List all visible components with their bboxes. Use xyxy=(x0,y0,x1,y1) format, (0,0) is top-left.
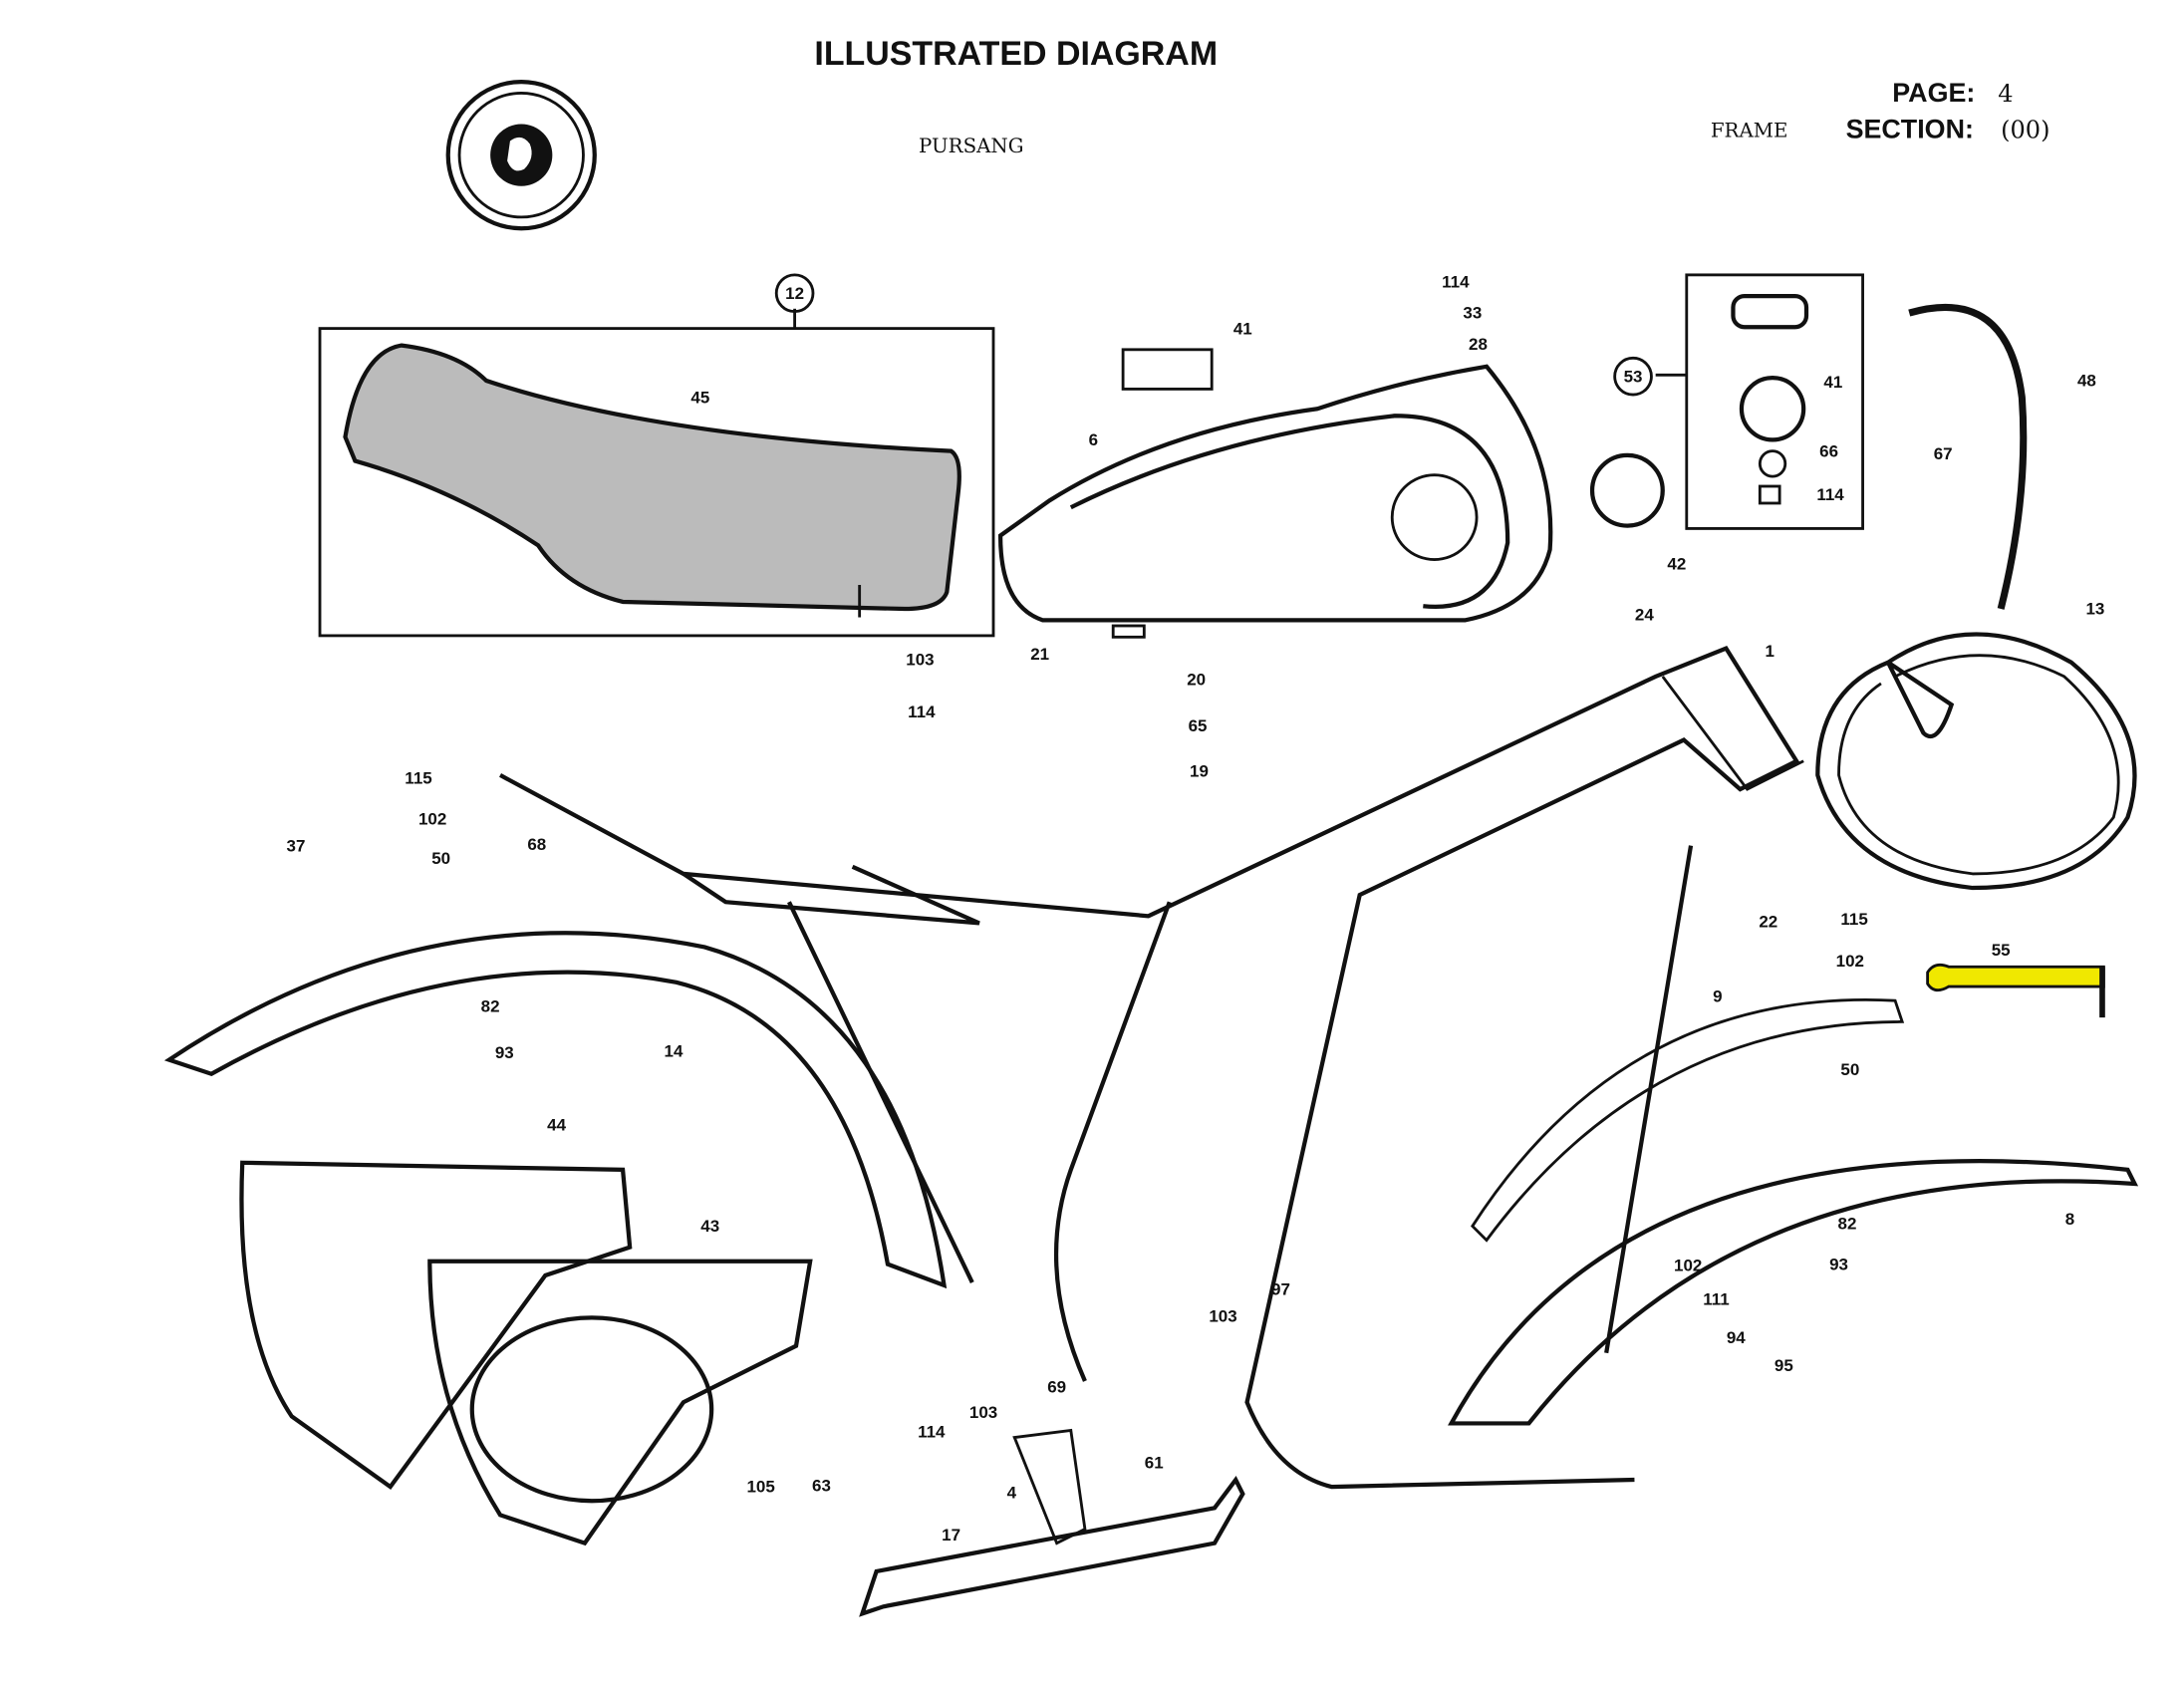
frame xyxy=(499,646,1804,1490)
callout-114: 114 xyxy=(1442,273,1470,292)
breather-pipe xyxy=(1908,303,2028,610)
front-fender xyxy=(1448,1159,2139,1426)
callout-97: 97 xyxy=(1271,1280,1290,1299)
callout-9: 9 xyxy=(1713,987,1722,1006)
callout-103: 103 xyxy=(969,1403,997,1422)
callout-61: 61 xyxy=(1145,1454,1164,1473)
callout-41: 41 xyxy=(1233,319,1252,338)
callout-22: 22 xyxy=(1759,913,1777,932)
callout-44: 44 xyxy=(547,1115,566,1134)
callout-103: 103 xyxy=(906,651,934,670)
callout-circle xyxy=(1613,356,1653,397)
callout-13: 13 xyxy=(2085,600,2104,619)
callout-95: 95 xyxy=(1774,1356,1793,1375)
callout-4: 4 xyxy=(1007,1483,1017,1502)
callout-12: 12 xyxy=(785,284,804,303)
callout-102: 102 xyxy=(1674,1257,1702,1275)
rear-fender xyxy=(163,931,948,1289)
callout-48: 48 xyxy=(2077,372,2096,391)
callout-14: 14 xyxy=(665,1042,683,1061)
callout-42: 42 xyxy=(1667,554,1686,573)
side-stand xyxy=(859,1475,1245,1617)
callout-66: 66 xyxy=(1819,441,1838,460)
page-number: 4 xyxy=(1998,80,2013,108)
callout-82: 82 xyxy=(481,996,500,1015)
bultaco-logo xyxy=(445,80,597,231)
callout-94: 94 xyxy=(1727,1328,1746,1347)
fuel-tank xyxy=(997,348,1553,639)
callout-102: 102 xyxy=(1836,952,1864,971)
callout-19: 19 xyxy=(1190,761,1209,780)
callout-8: 8 xyxy=(2065,1210,2074,1229)
callout-114: 114 xyxy=(908,703,936,721)
callout-17: 17 xyxy=(942,1526,960,1545)
callout-53: 53 xyxy=(1624,367,1643,386)
callout-114: 114 xyxy=(1816,485,1844,504)
callout-103: 103 xyxy=(1209,1307,1236,1326)
side-panel-window xyxy=(469,1315,714,1504)
callout-114: 114 xyxy=(918,1423,946,1442)
callout-45: 45 xyxy=(690,389,709,408)
callout-115: 115 xyxy=(1840,910,1867,929)
diagram-title: ILLUSTRATED DIAGRAM xyxy=(814,35,1218,73)
callout-69: 69 xyxy=(1047,1377,1066,1396)
section-name: FRAME xyxy=(1711,119,1788,141)
callout-circle xyxy=(774,273,815,314)
page-label: PAGE: xyxy=(1892,78,1975,108)
side-panel-right xyxy=(427,1259,813,1546)
callout-37: 37 xyxy=(287,836,306,855)
callout-102: 102 xyxy=(418,809,446,828)
callout-20: 20 xyxy=(1187,670,1206,689)
stand-bracket xyxy=(1012,1428,1087,1546)
callout-105: 105 xyxy=(747,1478,775,1497)
highlighted-part-55[interactable] xyxy=(1926,963,2105,1018)
callout-50: 50 xyxy=(431,849,450,868)
section-label: SECTION: xyxy=(1846,115,1974,144)
callout-111: 111 xyxy=(1703,1290,1729,1309)
callout-50: 50 xyxy=(1840,1060,1859,1079)
callout-21: 21 xyxy=(1030,645,1049,664)
number-plate xyxy=(1815,632,2137,891)
callout-41: 41 xyxy=(1823,373,1842,392)
callout-63: 63 xyxy=(812,1476,831,1495)
callout-65: 65 xyxy=(1189,716,1208,735)
callout-82: 82 xyxy=(1838,1214,1857,1233)
callout-55: 55 xyxy=(1992,941,2011,960)
callout-24: 24 xyxy=(1635,605,1654,624)
callout-93: 93 xyxy=(1829,1255,1848,1273)
seat-assembly xyxy=(318,308,995,638)
callout-43: 43 xyxy=(700,1217,719,1236)
callout-93: 93 xyxy=(495,1043,514,1062)
side-panel-left xyxy=(239,1160,633,1491)
fuel-cap-kit xyxy=(1589,273,1864,530)
callout-28: 28 xyxy=(1469,335,1488,354)
callout-1: 1 xyxy=(1766,642,1774,661)
callout-68: 68 xyxy=(527,835,546,854)
callout-33: 33 xyxy=(1463,304,1482,323)
section-number: (00) xyxy=(2001,117,2049,144)
callout-67: 67 xyxy=(1934,444,1953,463)
callout-115: 115 xyxy=(405,768,431,787)
fender-stay xyxy=(1471,998,1905,1243)
model-name: PURSANG xyxy=(919,135,1023,157)
callout-6: 6 xyxy=(1089,430,1098,449)
